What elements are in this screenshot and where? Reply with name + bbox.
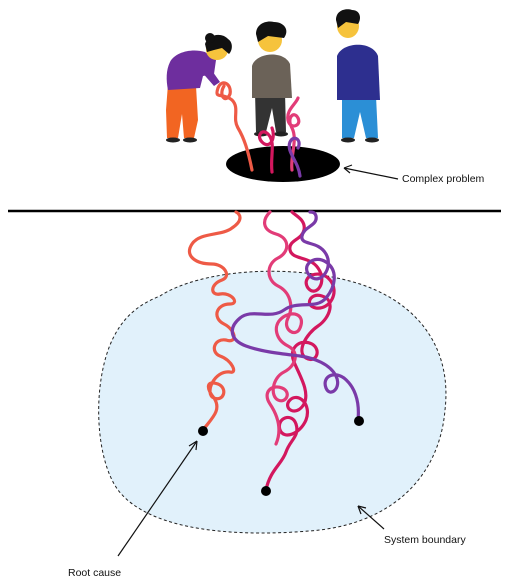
upper-scene — [166, 9, 380, 182]
problem-hole — [226, 146, 340, 182]
complex-problem-arrow — [344, 168, 398, 179]
person-right — [336, 9, 380, 142]
person-right-shirt — [337, 45, 380, 100]
root-cause-label: Root cause — [68, 567, 121, 579]
person-left-pants — [166, 84, 198, 138]
complex-problem-label: Complex problem — [402, 173, 485, 185]
complex-problem-annotation: Complex problem — [344, 165, 485, 185]
person-right-pants — [342, 96, 378, 138]
person-middle-shirt — [252, 54, 292, 98]
root-cause-dot-left — [198, 426, 208, 436]
person-middle — [252, 22, 292, 137]
system-boundary — [99, 271, 446, 533]
root-cause-dot-right — [354, 416, 364, 426]
root-cause-dot-bottom — [261, 486, 271, 496]
system-boundary-label: System boundary — [384, 534, 466, 546]
